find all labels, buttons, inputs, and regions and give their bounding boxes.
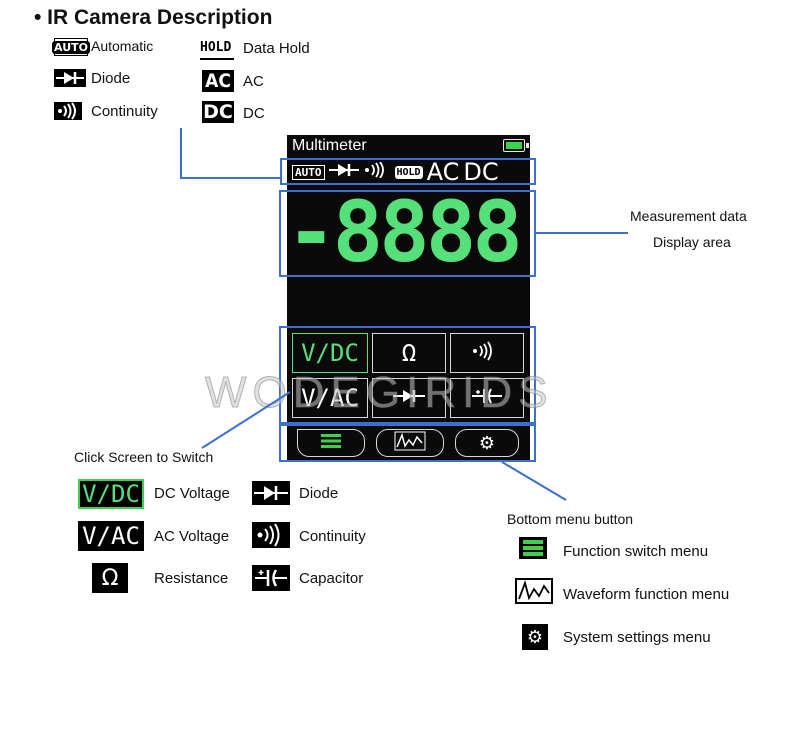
measurement-display: -8888 (286, 183, 523, 281)
diode-icon (391, 387, 427, 410)
legend-diode-function-label: Diode (299, 485, 339, 502)
click-switch-callout: Click Screen to Switch (74, 449, 214, 465)
hold-icon: HOLD (200, 40, 234, 60)
diode-icon (54, 69, 86, 87)
diode-button[interactable] (372, 378, 446, 418)
vac-button-label: V/AC (301, 384, 359, 412)
gear-icon: ⚙ (522, 624, 548, 650)
legend-system-settings-label: System settings menu (563, 629, 711, 646)
waveform-legend-icon (515, 578, 553, 604)
callout-line (501, 461, 567, 501)
auto-status-icon: AUTO (292, 164, 325, 180)
display-highlight-box (279, 190, 536, 277)
diode-status-icon (328, 162, 359, 183)
gear-icon: ⚙ (478, 432, 496, 453)
vdc-button[interactable]: V/DC (292, 333, 368, 373)
continuity-status-icon (363, 160, 391, 183)
status-icons-row: AUTO HOLD AC DC (292, 158, 499, 186)
callout-line (180, 177, 280, 179)
multimeter-screen (287, 135, 530, 460)
waveform-icon (394, 431, 426, 456)
legend-ac-voltage-label: AC Voltage (154, 528, 230, 545)
status-highlight-box (280, 158, 536, 185)
multimeter-title: Multimeter (292, 137, 367, 154)
dc-icon: DC (202, 101, 234, 123)
continuity-legend-icon (252, 522, 290, 548)
function-menu-tab[interactable] (297, 429, 365, 457)
diode-legend-icon (252, 481, 290, 505)
resistance-button[interactable]: Ω (372, 333, 446, 373)
measurement-callout-line1: Measurement data (630, 208, 747, 224)
menu-legend-icon (519, 537, 547, 559)
hold-status-icon: HOLD (394, 165, 423, 179)
legend-data-hold-label: Data Hold (243, 40, 310, 57)
function-grid-highlight-box (279, 326, 536, 424)
battery-tip (526, 143, 529, 148)
settings-menu-tab[interactable]: ⚙ (455, 429, 519, 457)
ohm-legend-icon: Ω (92, 563, 128, 593)
vac-legend-icon: V/AC (78, 521, 144, 551)
vac-button[interactable]: V/AC (292, 378, 368, 418)
legend-continuity-label: Continuity (91, 103, 158, 120)
callout-line (536, 232, 628, 234)
continuity-icon (54, 102, 82, 120)
bottom-menu-callout: Bottom menu button (507, 511, 634, 527)
legend-function-switch-label: Function switch menu (563, 543, 709, 560)
vdc-legend-icon: V/DC (78, 479, 144, 509)
legend-ac-label: AC (243, 73, 264, 90)
continuity-button[interactable] (450, 333, 524, 373)
legend-waveform-label: Waveform function menu (563, 586, 730, 603)
capacitor-button[interactable] (450, 378, 524, 418)
legend-dc-voltage-label: DC Voltage (154, 485, 230, 502)
legend-capacitor-label: Capacitor (299, 570, 364, 587)
battery-icon (503, 139, 525, 152)
auto-icon: AUTO (52, 38, 90, 56)
capacitor-icon (470, 386, 504, 411)
legend-resistance-label: Resistance (154, 570, 229, 587)
waveform-menu-tab[interactable] (376, 429, 444, 457)
menu-icon (321, 433, 341, 454)
legend-diode-label: Diode (91, 70, 131, 87)
bottom-menu-highlight-box (279, 424, 536, 462)
measurement-callout-line2: Display area (653, 234, 731, 250)
ac-status-icon: AC (426, 158, 460, 186)
legend-continuity-function-label: Continuity (299, 528, 366, 545)
callout-line (180, 128, 182, 178)
dc-status-icon: DC (463, 158, 499, 186)
callout-line (201, 391, 291, 449)
continuity-icon (469, 341, 505, 366)
page-title: • IR Camera Description (34, 6, 273, 29)
vdc-button-label: V/DC (301, 339, 359, 367)
ac-icon: AC (202, 70, 234, 92)
legend-automatic-label: Automatic (91, 38, 154, 54)
ohm-icon: Ω (401, 339, 417, 367)
legend-dc-label: DC (243, 105, 265, 122)
capacitor-legend-icon (252, 565, 290, 591)
